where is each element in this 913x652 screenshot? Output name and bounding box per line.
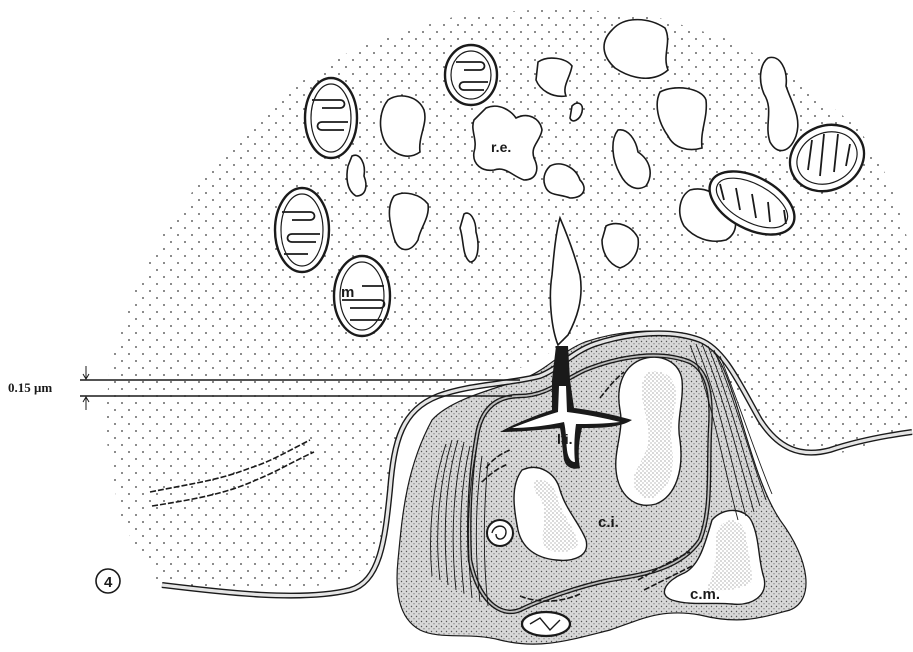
- mitochondrion: [445, 45, 497, 105]
- label-reticulum: r.e.: [491, 139, 511, 155]
- figure-number-text: 4: [104, 574, 113, 591]
- label-mitochondrion: m: [341, 284, 354, 301]
- figure-number: 4: [96, 569, 120, 593]
- mitochondrion: [275, 188, 329, 272]
- mitochondrion: [305, 78, 357, 158]
- vesicle: [347, 155, 366, 196]
- label-marginal-zone: c.m.: [690, 586, 720, 603]
- small-mitochondrion: [522, 612, 570, 636]
- label-intercellular-lumen: l.i.: [557, 431, 573, 447]
- label-inner-zone: c.i.: [598, 514, 619, 531]
- coiled-vesicle: [487, 520, 513, 546]
- scale-label: 0.15 μm: [8, 380, 52, 395]
